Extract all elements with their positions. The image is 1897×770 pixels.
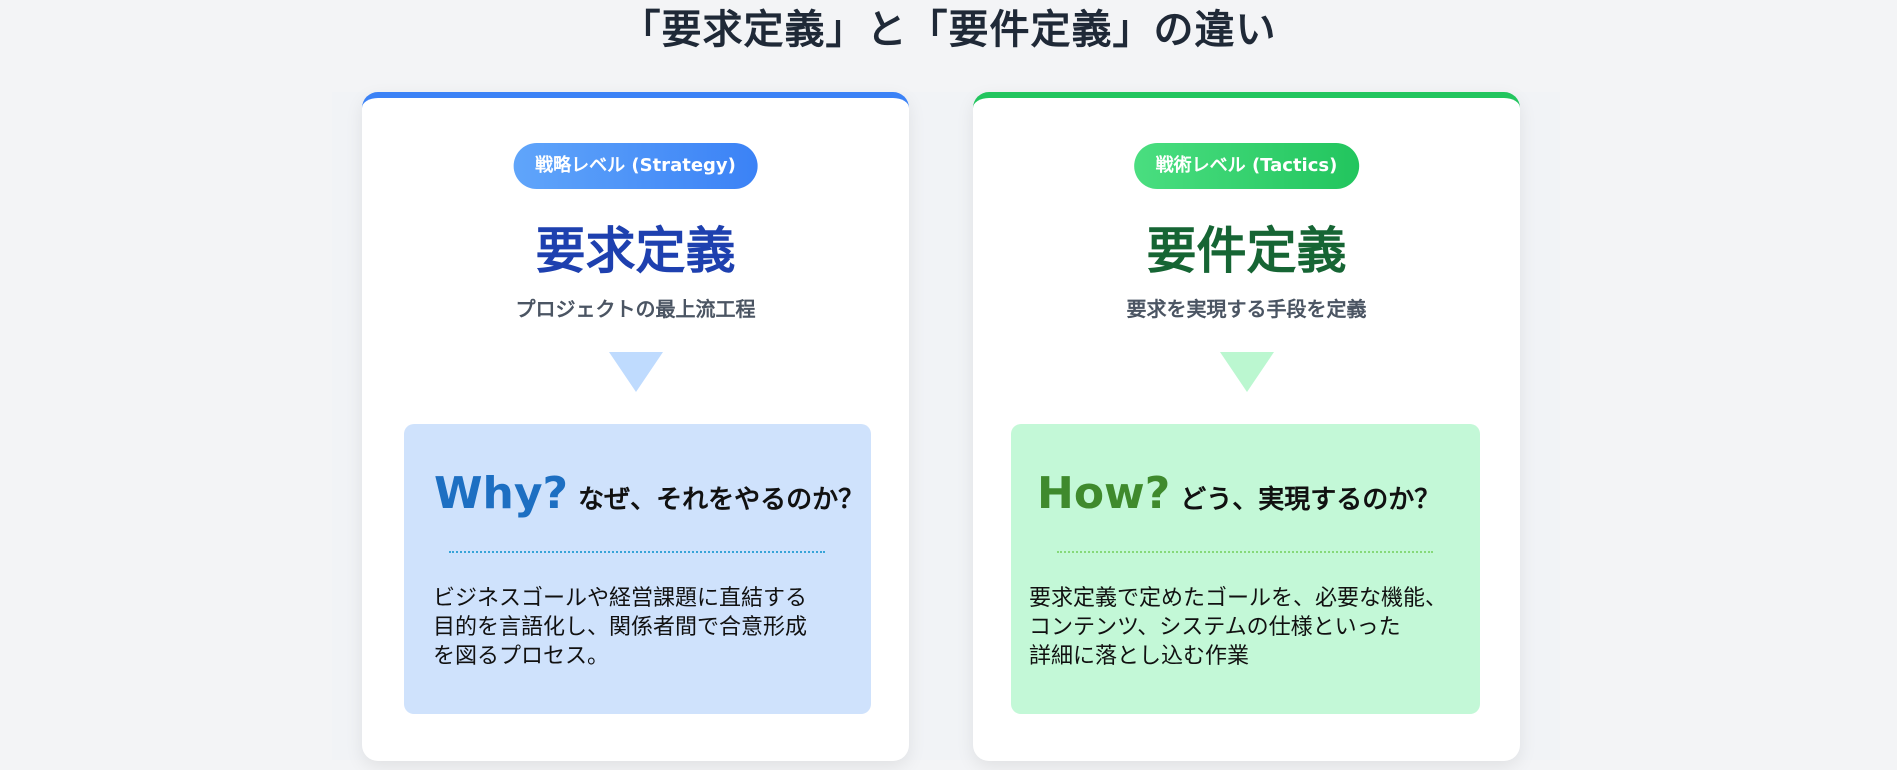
card-requirements-definition: 戦略レベル (Strategy) 要求定義 プロジェクトの最上流工程 Why? な… <box>362 92 909 761</box>
page-title: 「要求定義」と「要件定義」の違い <box>620 7 1277 53</box>
down-arrow-icon <box>608 352 663 392</box>
down-arrow-icon <box>1219 352 1274 392</box>
why-keyword: Why? <box>434 468 569 519</box>
description-line: 目的を言語化し、関係者間で合意形成 <box>433 615 808 640</box>
how-question: どう、実現するのか？ <box>1180 485 1441 515</box>
description-line: 要求定義で定めたゴールを、必要な機能、 <box>1029 586 1448 611</box>
description-line: を図るプロセス。 <box>433 644 610 669</box>
strategy-badge: 戦略レベル (Strategy) <box>513 143 758 189</box>
card-heading: 要求定義 <box>535 222 736 280</box>
description-line: ビジネスゴールや経営課題に直結する <box>433 586 808 611</box>
why-question: なぜ、それをやるのか？ <box>578 485 865 515</box>
description-line: 詳細に落とし込む作業 <box>1029 644 1250 669</box>
panel-header: How? どう、実現するのか？ <box>1037 464 1440 533</box>
how-keyword: How? <box>1037 468 1171 519</box>
card-heading: 要件定義 <box>1146 222 1347 280</box>
card-specification-definition: 戦術レベル (Tactics) 要件定義 要求を実現する手段を定義 How? どう… <box>973 92 1520 761</box>
tactics-badge: 戦術レベル (Tactics) <box>1133 143 1360 189</box>
why-panel: Why? なぜ、それをやるのか？ ビジネスゴールや経営課題に直結する 目的を言語化… <box>404 424 871 714</box>
card-subheading: 要求を実現する手段を定義 <box>1126 297 1367 321</box>
panel-description: ビジネスゴールや経営課題に直結する 目的を言語化し、関係者間で合意形成 を図るプ… <box>433 584 853 671</box>
description-line: コンテンツ、システムの仕様といった <box>1029 615 1401 640</box>
panel-header: Why? なぜ、それをやるのか？ <box>434 464 864 533</box>
how-panel: How? どう、実現するのか？ 要求定義で定めたゴールを、必要な機能、 コンテンツ… <box>1011 424 1480 714</box>
panel-description: 要求定義で定めたゴールを、必要な機能、 コンテンツ、システムの仕様といった 詳細… <box>1029 584 1474 671</box>
dotted-divider <box>1057 551 1433 553</box>
card-subheading: プロジェクトの最上流工程 <box>515 297 756 321</box>
dotted-divider <box>449 551 825 553</box>
